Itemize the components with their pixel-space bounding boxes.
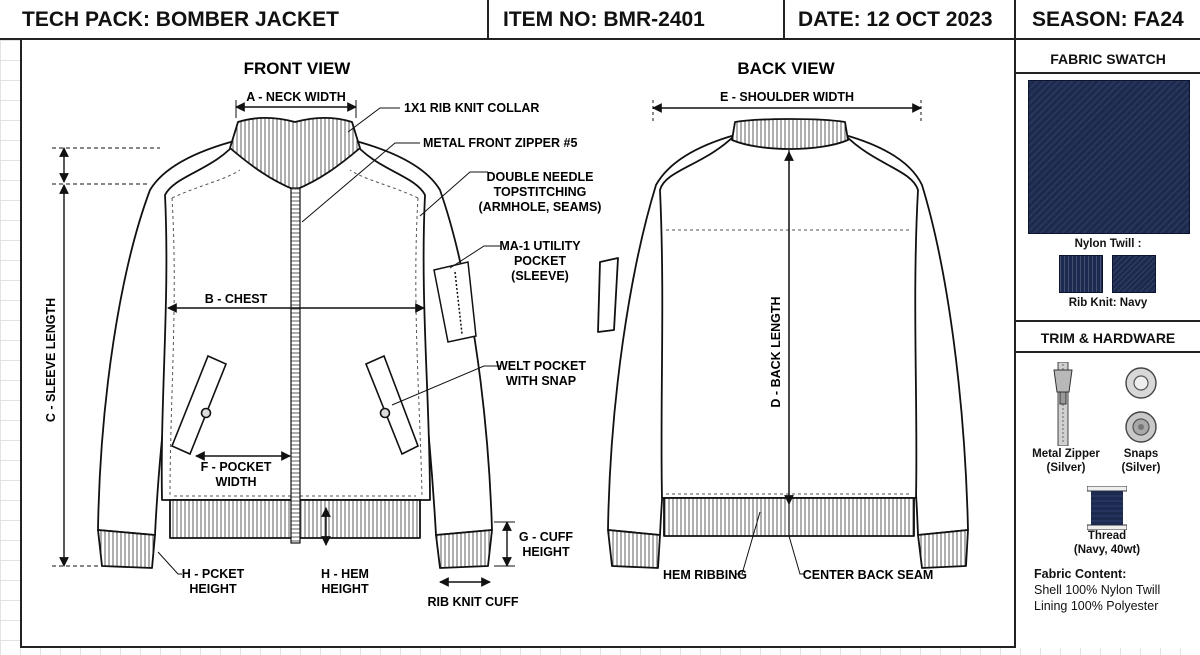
- dimension-labels: A - NECK WIDTH B - CHEST C - SLEEVE LENG…: [44, 90, 854, 596]
- label-sleeve-length: C - SLEEVE LENGTH: [44, 298, 58, 422]
- navy-swatch: [1112, 255, 1156, 293]
- callout-welt-2: WITH SNAP: [506, 374, 576, 388]
- nylon-swatch: [1028, 80, 1190, 234]
- thread-spool-icon: [1087, 486, 1127, 530]
- header-bar: TECH PACK: BOMBER JACKET ITEM NO: BMR-24…: [0, 0, 1200, 40]
- callout-topstitch: DOUBLE NEEDLE: [487, 170, 594, 184]
- leader-lines: [157, 107, 805, 575]
- snap-icon: [1125, 367, 1157, 399]
- doc-title: TECH PACK: BOMBER JACKET: [22, 8, 339, 31]
- zipper-icon: [1053, 362, 1073, 446]
- header-divider: [783, 0, 785, 40]
- label-pocket-width-2: WIDTH: [216, 475, 257, 489]
- fabric-swatch-title: FABRIC SWATCH: [1050, 51, 1166, 67]
- label-back-length: D - BACK LENGTH: [769, 296, 783, 407]
- fabric-title-divider: [1016, 72, 1200, 74]
- utility-pocket: [433, 261, 477, 343]
- label-pocket-height: H - PCKET: [182, 567, 245, 581]
- callout-center-back-seam: CENTER BACK SEAM: [803, 568, 934, 582]
- technical-drawing: FRONT VIEW BACK VIEW: [44, 59, 969, 609]
- label-cuff-height: G - CUFF: [519, 530, 574, 544]
- trim-divider-bottom: [1016, 351, 1200, 353]
- sidebar-divider: [1014, 40, 1016, 648]
- callout-welt: WELT POCKET: [496, 359, 586, 373]
- callout-collar: 1X1 RIB KNIT COLLAR: [404, 101, 539, 115]
- date-field: DATE: 12 OCT 2023: [798, 8, 993, 31]
- callout-labels: 1X1 RIB KNIT COLLAR METAL FRONT ZIPPER #…: [404, 101, 933, 609]
- header-divider: [487, 0, 489, 40]
- zipper-label: Metal Zipper: [1032, 448, 1100, 460]
- back-jacket: [597, 118, 969, 569]
- label-shoulder-width: E - SHOULDER WIDTH: [720, 90, 854, 104]
- label-pocket-height-2: HEIGHT: [189, 582, 237, 596]
- snaps-label-2: (Silver): [1121, 462, 1161, 474]
- fabric-content-shell: Shell 100% Nylon Twill: [1034, 583, 1161, 597]
- callout-utility-2: POCKET: [514, 254, 566, 268]
- front-view-title: FRONT VIEW: [244, 59, 352, 78]
- fabric-content-title: Fabric Content:: [1034, 567, 1127, 581]
- label-hem-height: H - HEM: [321, 567, 369, 581]
- callout-utility-3: (SLEEVE): [511, 269, 569, 283]
- label-neck-width: A - NECK WIDTH: [246, 90, 346, 104]
- callout-topstitch-2: TOPSTITCHING: [494, 185, 587, 199]
- snaps-label: Snaps: [1123, 448, 1159, 460]
- back-view-title: BACK VIEW: [737, 59, 835, 78]
- rib-swatch: [1059, 255, 1103, 293]
- label-cuff-height-2: HEIGHT: [522, 545, 570, 559]
- nylon-label: Nylon Twill :: [1074, 238, 1142, 250]
- callout-utility: MA-1 UTILITY: [499, 239, 581, 253]
- trim-hardware-title: TRIM & HARDWARE: [1040, 330, 1176, 346]
- header-divider: [1014, 0, 1016, 40]
- front-zipper: [290, 187, 301, 544]
- season-field: SEASON: FA24: [1032, 8, 1184, 31]
- zipper-label-2: (Silver): [1046, 462, 1086, 474]
- callout-hem-ribbing: HEM RIBBING: [663, 568, 747, 582]
- callout-zipper: METAL FRONT ZIPPER #5: [423, 136, 577, 150]
- label-hem-height-2: HEIGHT: [321, 582, 369, 596]
- callout-rib-cuff: RIB KNIT CUFF: [428, 595, 519, 609]
- callout-topstitch-3: (ARMHOLE, SEAMS): [479, 200, 602, 214]
- trim-divider-top: [1016, 320, 1200, 322]
- label-pocket-width: F - POCKET: [201, 460, 272, 474]
- thread-label: Thread: [1087, 530, 1127, 542]
- snap-icon: [1125, 411, 1157, 443]
- thread-label-2: (Navy, 40wt): [1073, 544, 1141, 556]
- rib-label: Rib Knit: Navy: [1068, 297, 1148, 309]
- dimension-lines: [52, 100, 922, 587]
- sidebar: FABRIC SWATCH Nylon Twill : Rib Knit: Na…: [1016, 40, 1200, 648]
- label-chest: B - CHEST: [205, 292, 268, 306]
- item-number: ITEM NO: BMR-2401: [503, 8, 705, 31]
- fabric-content-lining: Lining 100% Polyester: [1034, 599, 1159, 613]
